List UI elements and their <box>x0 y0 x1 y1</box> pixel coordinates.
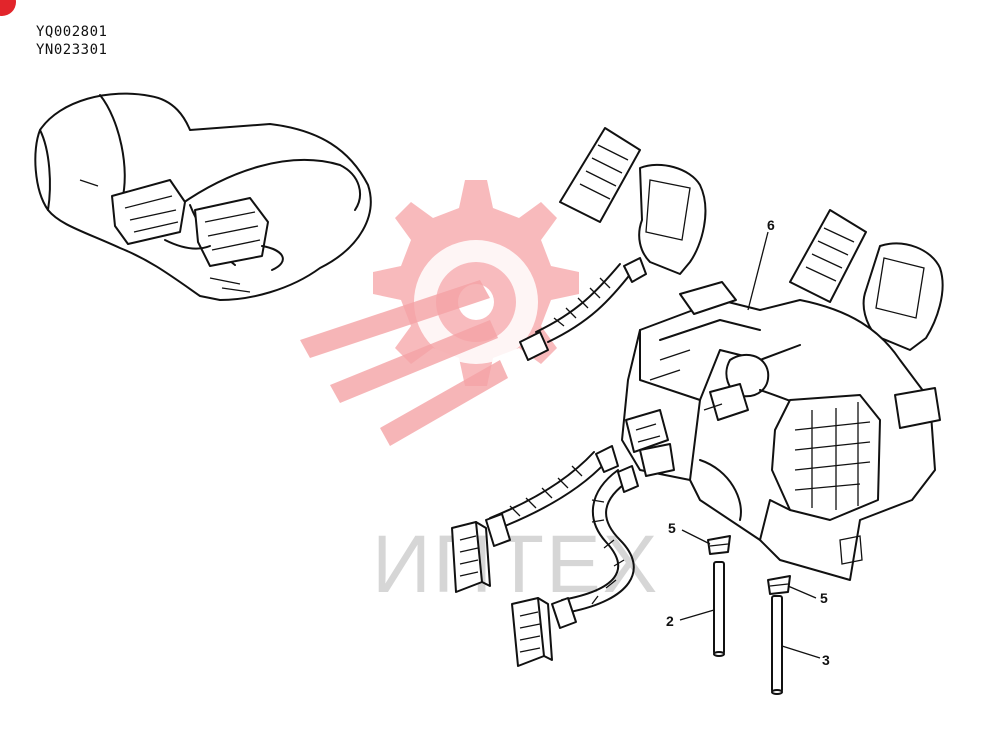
callout-5-upper: 5 <box>668 520 676 536</box>
lower-vent-left <box>451 521 491 593</box>
clamp-5-lower <box>767 575 791 595</box>
callout-3: 3 <box>822 652 830 668</box>
drain-tube-2 <box>713 561 725 657</box>
watermark-text: ИПТЕХ <box>372 519 660 610</box>
heater-unit <box>621 281 941 581</box>
watermark-gear-logo <box>300 180 579 446</box>
callout-2: 2 <box>666 613 674 629</box>
leader-lines <box>679 231 821 659</box>
callout-6: 6 <box>767 217 775 233</box>
part-code-1: YQ002801 <box>36 24 108 40</box>
lower-duct-hose-lower <box>551 465 639 629</box>
part-code-2: YN023301 <box>36 42 108 58</box>
upper-grille-right <box>789 209 944 351</box>
lower-duct-hose-upper <box>485 445 619 547</box>
upper-grille-left <box>559 127 707 275</box>
drain-tube-3 <box>771 595 783 695</box>
lower-vent-right <box>511 597 553 667</box>
cab-locator-sketch <box>34 92 372 301</box>
corner-badge <box>0 0 16 16</box>
clamp-5-upper <box>707 535 731 555</box>
upper-duct-hose <box>519 257 647 361</box>
callout-5-lower: 5 <box>820 590 828 606</box>
